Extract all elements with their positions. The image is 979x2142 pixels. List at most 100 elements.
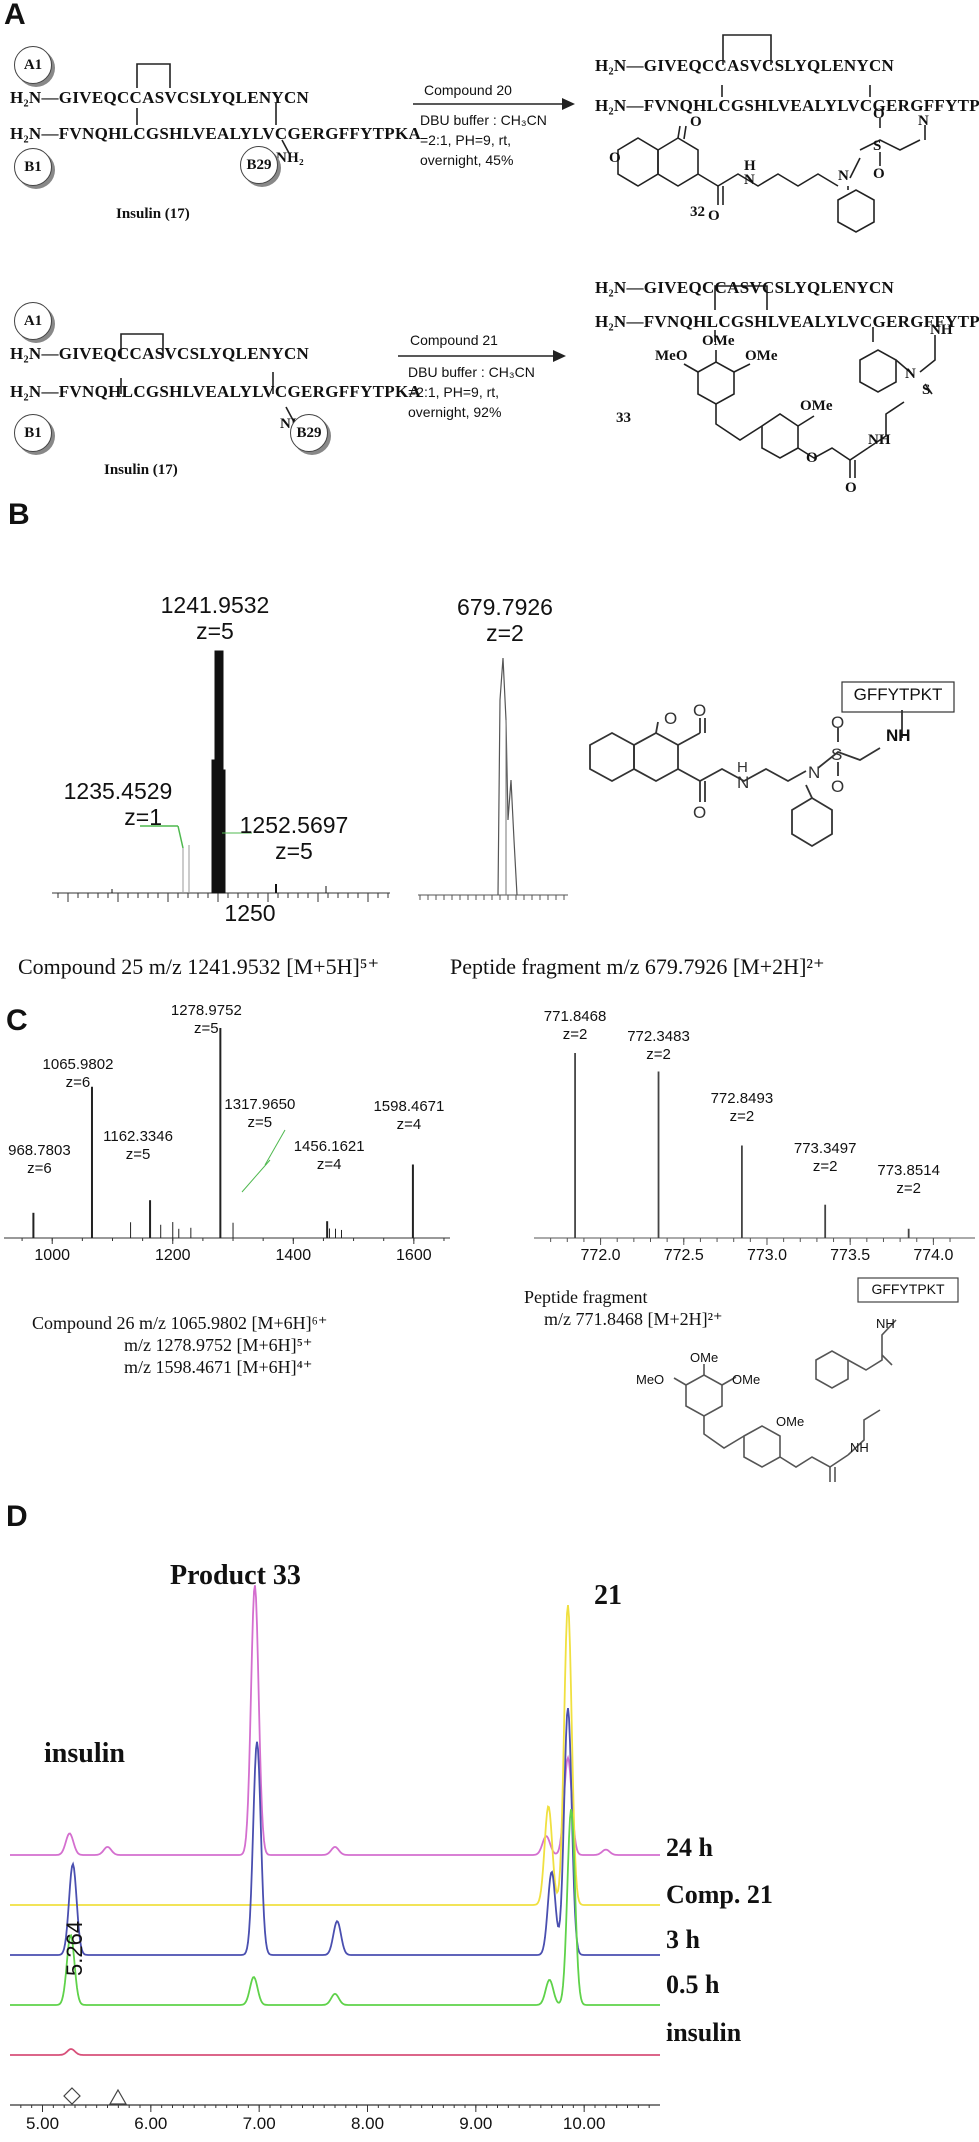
svg-text:S: S xyxy=(831,745,842,764)
chain-a-sequence-1: H₂N—GIVEQCCASVCSLYQLENYCN xyxy=(10,88,309,108)
c-right-peak-label: 772.8493z=2 xyxy=(702,1090,782,1126)
c33-ome-2: OMe xyxy=(745,348,778,364)
b29-badge-2: B29 xyxy=(290,414,328,452)
c-right-tick-label: 772.5 xyxy=(654,1247,714,1265)
panel-b-letter: B xyxy=(8,498,30,532)
trace-label: 3 h xyxy=(666,1925,700,1955)
hplc-tick-label: 5.00 xyxy=(13,2114,73,2134)
svg-text:O: O xyxy=(806,450,818,466)
c-right-tick-label: 773.5 xyxy=(820,1247,880,1265)
c-left-peak-label: 1456.1621z=4 xyxy=(279,1138,379,1174)
nh-label-c: NH xyxy=(876,1316,895,1331)
c33-meo-1: MeO xyxy=(655,348,687,364)
panel-b-coumarin-structure xyxy=(590,710,902,846)
c-right-tick-label: 773.0 xyxy=(737,1247,797,1265)
panel-d-letter: D xyxy=(6,1500,28,1534)
hplc-trace-24h xyxy=(10,1585,660,1855)
c33-ome-1: OMe xyxy=(702,333,735,349)
c-right-tick-label: 772.0 xyxy=(571,1247,631,1265)
svg-text:O: O xyxy=(693,701,706,720)
b-axis-tick-1250: 1250 xyxy=(210,900,290,927)
insulin-17-label-1: Insulin (17) xyxy=(116,206,190,223)
peak-1241 xyxy=(215,651,223,893)
svg-text:S: S xyxy=(922,382,930,398)
svg-text:O: O xyxy=(690,114,702,130)
c-left-peak-label: 1278.9752z=5 xyxy=(156,1002,256,1038)
caption-peptide-679: Peptide fragment m/z 679.7926 [M+2H]²⁺ xyxy=(450,954,825,980)
c-left-tick-label: 1600 xyxy=(384,1247,444,1265)
reaction1-conditions: DBU buffer : CH₃CN =2:1, PH=9, rt, overn… xyxy=(420,110,547,170)
hplc-trace-insulin xyxy=(10,2049,660,2055)
chain-b-sequence-1: H₂N—FVNQHLCGSHLVEALYLVCGERGFFYTPKA xyxy=(10,124,421,144)
peak-679 xyxy=(498,658,517,895)
peak-label-1235: 1235.4529z=1 xyxy=(48,778,188,830)
meo-label-c: MeO xyxy=(636,1372,664,1387)
b29-badge: B29 xyxy=(240,146,278,184)
svg-text:O: O xyxy=(845,480,857,496)
trace-label: Comp. 21 xyxy=(666,1880,773,1910)
svg-text:H: H xyxy=(737,759,748,776)
c-right-tick-label: 774.0 xyxy=(903,1247,963,1265)
hplc-tick-label: 9.00 xyxy=(446,2114,506,2134)
product32-chain-a: H₂N—GIVEQCCASVCSLYQLENYCN xyxy=(595,56,894,76)
product32-chain-b: H₂N—FVNQHLCGSHLVEALYLVCGERGFFYTPKA xyxy=(595,96,979,116)
reaction2-reagent: Compound 21 xyxy=(410,330,498,350)
insulin-peak-label: insulin xyxy=(44,1738,125,1770)
c-left-peak-label: 1065.9802z=6 xyxy=(28,1056,128,1092)
hplc-tick-label: 7.00 xyxy=(229,2114,289,2134)
chain-a1-badge-2: A1 xyxy=(14,302,52,340)
c32-o-label: O xyxy=(609,150,621,166)
c33-nh-1: NH xyxy=(868,432,891,448)
svg-text:O: O xyxy=(831,777,844,796)
product-33-label: Product 33 xyxy=(170,1560,301,1592)
chain-a1-badge: A1 xyxy=(14,46,52,84)
panel-c-cmpd-structure xyxy=(674,1320,896,1482)
ome-label-c3: OMe xyxy=(776,1414,804,1429)
c-right-peak-label: 772.3483z=2 xyxy=(619,1028,699,1064)
c-left-tick-label: 1200 xyxy=(143,1247,203,1265)
c-left-peak-label: 968.7803z=6 xyxy=(0,1142,89,1178)
reaction2-conditions: DBU buffer : CH₃CN =2:1, PH=9, rt, overn… xyxy=(408,362,535,422)
insulin-17-label-2: Insulin (17) xyxy=(104,462,178,479)
chain-b1-badge: B1 xyxy=(14,148,52,186)
c-left-peak-label: 1317.9650z=5 xyxy=(210,1096,310,1132)
svg-text:N: N xyxy=(808,763,820,782)
product33-chain-a: H₂N—GIVEQCCASVCSLYQLENYCN xyxy=(595,278,894,298)
panel-c-letter: C xyxy=(6,1004,28,1038)
nh-label-b: NH xyxy=(886,726,911,746)
svg-text:O: O xyxy=(831,713,844,732)
hplc-trace-0.5h xyxy=(10,1809,660,2005)
hplc-tick-label: 6.00 xyxy=(121,2114,181,2134)
gffytpkt-label-b: GFFYTPKT xyxy=(842,685,954,705)
diamond-marker xyxy=(64,2088,80,2104)
c-left-tick-label: 1400 xyxy=(263,1247,323,1265)
chain-b-sequence-2: H₂N—FVNQHLCGSHLVEALYLVCGERGFFYTPKA xyxy=(10,382,421,402)
svg-text:N: N xyxy=(737,773,749,792)
ome-label-c2: OMe xyxy=(732,1372,760,1387)
product-32-number: 32 xyxy=(690,204,705,221)
trace-label: 24 h xyxy=(666,1833,713,1863)
peak-label-679: 679.7926z=2 xyxy=(440,594,570,646)
chain-b1-badge-2: B1 xyxy=(14,414,52,452)
hplc-tick-label: 8.00 xyxy=(338,2114,398,2134)
c33-ome-3: OMe xyxy=(800,398,833,414)
rt-5264-label: 5.264 xyxy=(62,1921,88,1976)
c-right-peak-label: 773.3497z=2 xyxy=(785,1140,865,1176)
product33-chain-b: H₂N—FVNQHLCGSHLVEALYLVCGERGFFYTPKA xyxy=(595,312,979,332)
c-left-peak-label: 1162.3346z=5 xyxy=(88,1128,188,1164)
svg-text:S: S xyxy=(873,138,881,154)
lysine-nh2-1: NH₂ xyxy=(276,150,304,167)
product-33-number: 33 xyxy=(616,410,631,427)
gffytpkt-label-c: GFFYTPKT xyxy=(858,1281,958,1297)
c-left-tick-label: 1000 xyxy=(22,1247,82,1265)
caption-compound-26: Compound 26 m/z 1065.9802 [M+6H]⁶⁺ m/z 1… xyxy=(32,1312,327,1378)
svg-text:O: O xyxy=(693,803,706,822)
svg-text:O: O xyxy=(873,166,885,182)
c-right-peak-label: 771.8468z=2 xyxy=(535,1008,615,1044)
svg-text:O: O xyxy=(708,208,720,224)
triangle-marker xyxy=(110,2090,126,2104)
trace-label: insulin xyxy=(666,2018,741,2048)
ome-label-c1: OMe xyxy=(690,1350,718,1365)
chain-a-sequence-2: H₂N—GIVEQCCASVCSLYQLENYCN xyxy=(10,344,309,364)
svg-text:O: O xyxy=(664,709,677,728)
